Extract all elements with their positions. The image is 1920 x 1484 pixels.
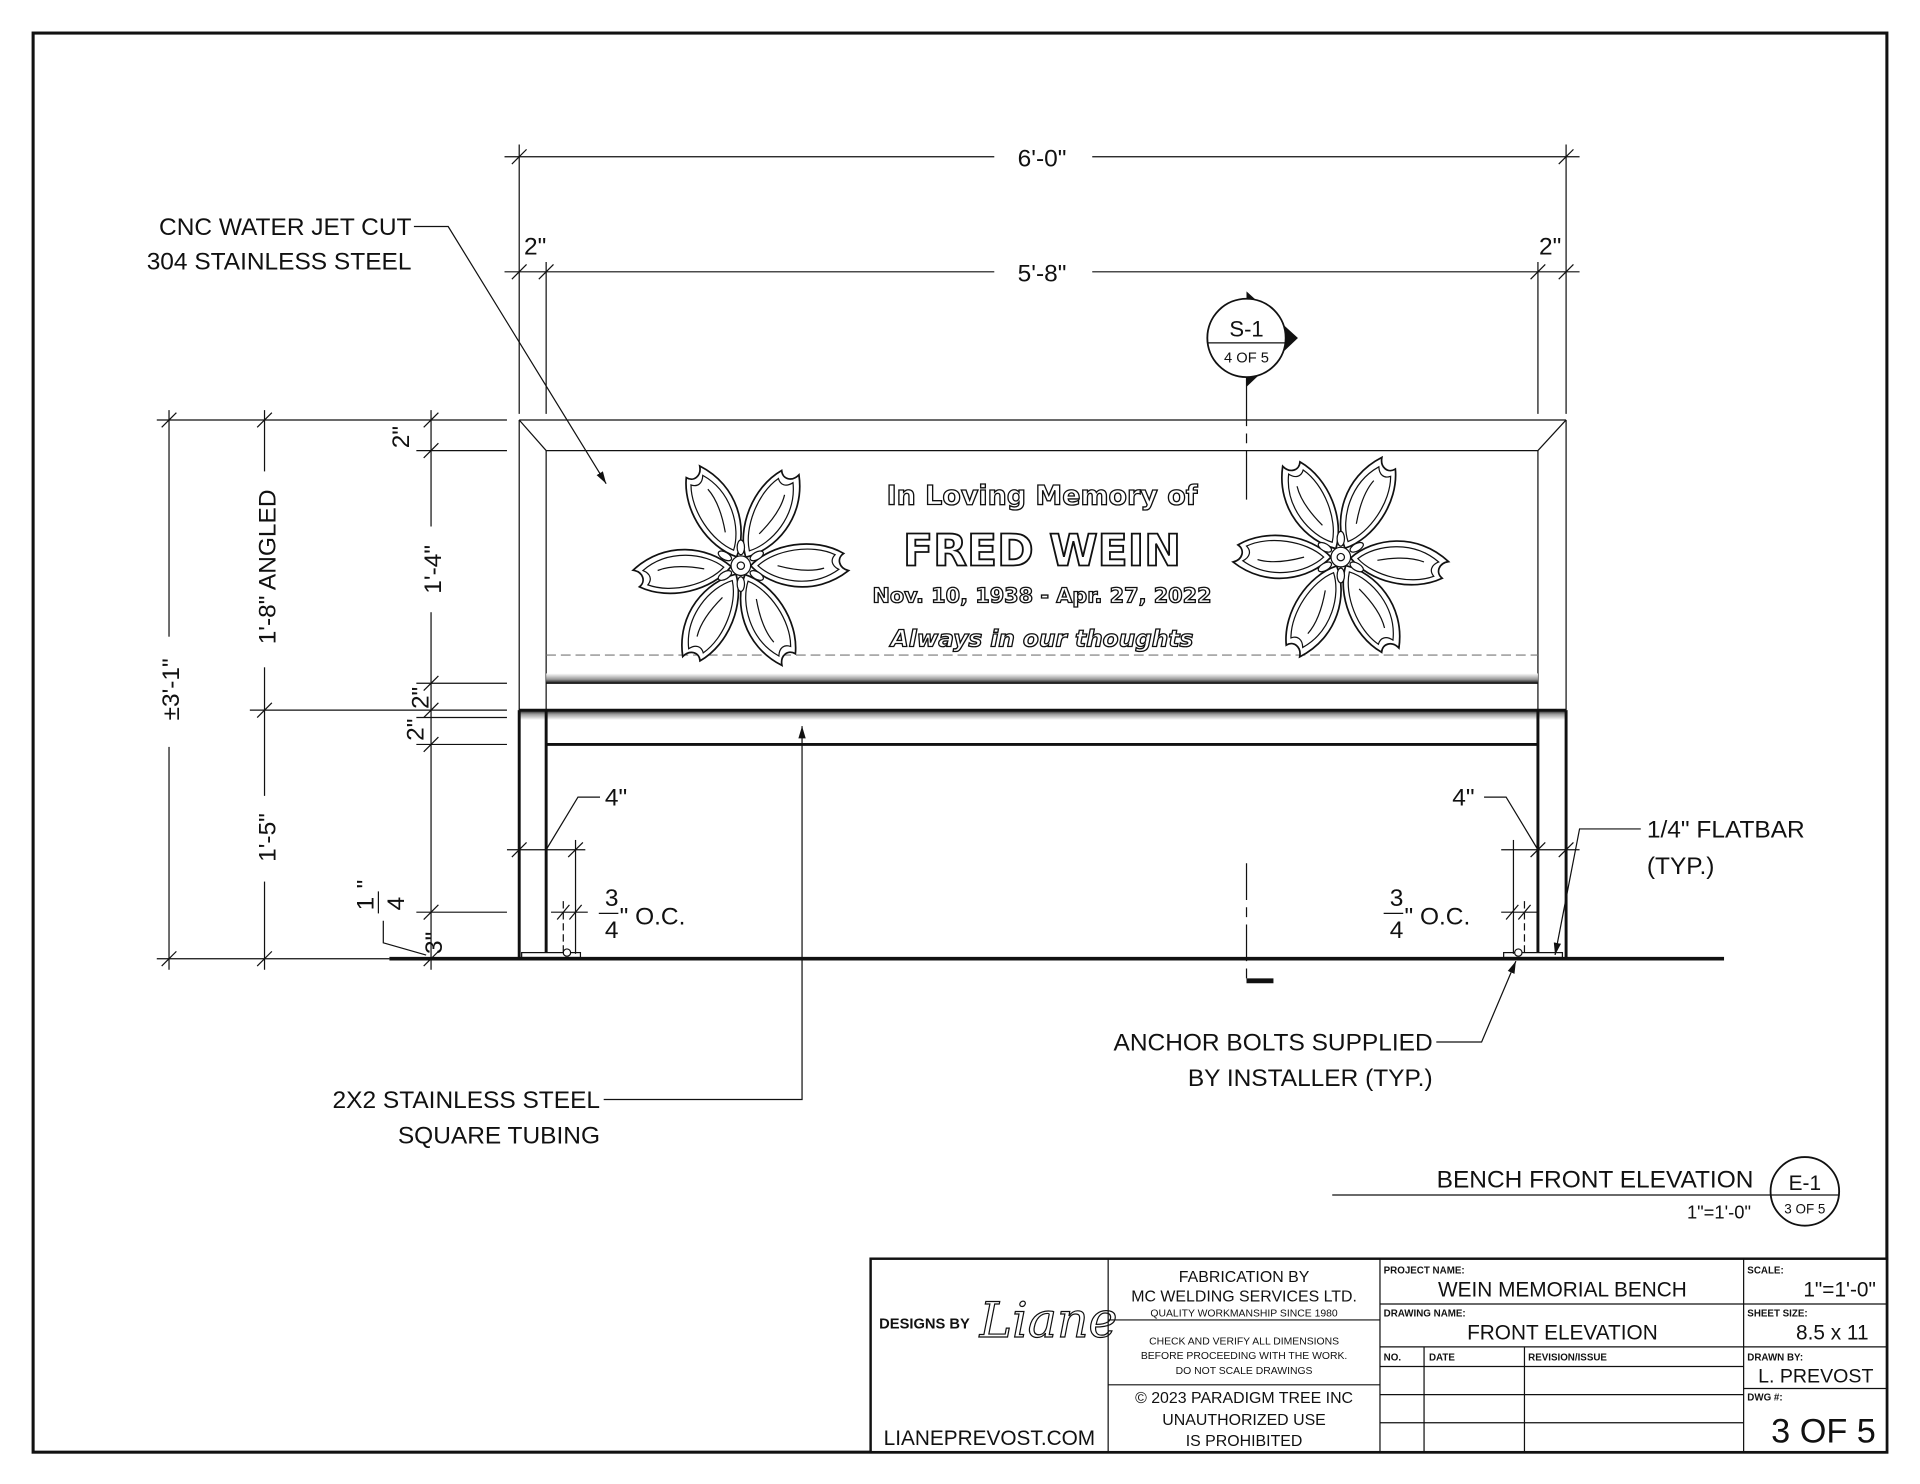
- flatbar-callout-line2: (TYP.): [1647, 853, 1715, 880]
- drawing-label: DRAWING NAME:: [1384, 1308, 1466, 1319]
- memorial-plaque: In Loving Memory of FRED WEIN Nov. 10, 1…: [632, 450, 1450, 672]
- logo-designs-by: DESIGNS BY: [879, 1316, 970, 1332]
- anchor-callout-line2: BY INSTALLER (TYP.): [1188, 1065, 1433, 1092]
- plate-thickness-fraction: 1 4 ": [353, 880, 410, 914]
- cnc-callout-line1: CNC WATER JET CUT: [159, 214, 411, 241]
- leg-right-dim: 4": [1452, 785, 1474, 812]
- overall-width-dim: 6'-0": [1018, 146, 1067, 173]
- top-frame-dim: 2": [388, 426, 415, 448]
- dwg-label: DWG #:: [1747, 1393, 1782, 1404]
- flower-left-icon: [632, 459, 849, 672]
- fab-line2: MC WELDING SERVICES LTD.: [1131, 1289, 1357, 1306]
- rail-lower-dim: 2": [403, 719, 430, 741]
- copyright-line2: UNAUTHORIZED USE: [1162, 1412, 1325, 1429]
- inner-width-dim: 5'-8": [1018, 261, 1067, 288]
- flower-right-icon: [1233, 450, 1450, 663]
- oc-left-den: 4: [605, 917, 619, 944]
- view-title-text: BENCH FRONT ELEVATION: [1437, 1167, 1754, 1194]
- anchor-callout-line1: ANCHOR BOLTS SUPPLIED: [1114, 1030, 1433, 1057]
- sheet-border: [31, 31, 1889, 1454]
- sheet-size-value: 8.5 x 11: [1796, 1322, 1868, 1345]
- logo-script: Liane: [979, 1292, 1118, 1349]
- note-line2: BEFORE PROCEEDING WITH THE WORK.: [1141, 1351, 1347, 1362]
- revision-col-no: NO.: [1384, 1352, 1402, 1363]
- view-marker-id: E-1: [1789, 1172, 1821, 1195]
- website: LIANEPREVOST.COM: [884, 1427, 1095, 1450]
- rail-upper-dim: 2": [408, 687, 435, 709]
- bench-elevation: [389, 419, 1725, 961]
- scale-label: SCALE:: [1747, 1265, 1783, 1276]
- flatbar-callout-line1: 1/4" FLATBAR: [1647, 817, 1805, 844]
- view-scale: 1"=1'-0": [1687, 1201, 1751, 1222]
- overall-height-dim: ±3'-1": [158, 658, 185, 720]
- project-label: PROJECT NAME:: [1384, 1265, 1465, 1276]
- fab-line1: FABRICATION BY: [1179, 1269, 1310, 1286]
- designer-logo: DESIGNS BY Liane: [879, 1291, 1118, 1349]
- fab-line3: QUALITY WORKMANSHIP SINCE 1980: [1150, 1308, 1338, 1319]
- section-id: S-1: [1229, 317, 1263, 342]
- right-margin-dim: 2": [1539, 234, 1561, 261]
- copyright-line3: IS PROHIBITED: [1186, 1433, 1303, 1450]
- dwg-number: 3 OF 5: [1771, 1412, 1876, 1450]
- oc-right-den: 4: [1390, 917, 1404, 944]
- title-block: DESIGNS BY Liane LIANEPREVOST.COM FABRIC…: [869, 1257, 1889, 1454]
- plaque-line1: In Loving Memory of: [887, 480, 1198, 511]
- note-line1: CHECK AND VERIFY ALL DIMENSIONS: [1149, 1336, 1339, 1347]
- view-title: BENCH FRONT ELEVATION 1"=1'-0" E-1 3 OF …: [1332, 1156, 1841, 1227]
- oc-left-num: 3: [605, 885, 619, 912]
- left-dimensions: ±3'-1" 1'-8" ANGLED 1'-5" 2" 1'-4" 2" 2"…: [156, 410, 507, 970]
- oc-left-label: " O.C.: [620, 903, 686, 930]
- oc-right-label: " O.C.: [1404, 903, 1470, 930]
- note-line3: DO NOT SCALE DRAWINGS: [1176, 1366, 1313, 1377]
- fraction-den: 4: [383, 897, 410, 911]
- copyright-line1: © 2023 PARADIGM TREE INC: [1135, 1390, 1353, 1407]
- top-dimensions: 6'-0" 5'-8" 2" 2": [504, 142, 1580, 414]
- section-marker: S-1 4 OF 5: [1206, 291, 1298, 984]
- callouts: CNC WATER JET CUT 304 STAINLESS STEEL 2X…: [147, 214, 1805, 1150]
- plaque-dates: Nov. 10, 1938 - Apr. 27, 2022: [872, 583, 1211, 607]
- drawing-name: FRONT ELEVATION: [1467, 1322, 1658, 1345]
- view-marker-sheet: 3 OF 5: [1784, 1201, 1825, 1216]
- drawn-by-label: DRAWN BY:: [1747, 1352, 1803, 1363]
- tubing-callout-line2: SQUARE TUBING: [398, 1123, 600, 1150]
- left-margin-dim: 2": [524, 234, 546, 261]
- base-offset-dim: 3": [421, 932, 448, 954]
- fraction-inch: ": [353, 880, 380, 889]
- tubing-callout-line1: 2X2 STAINLESS STEEL: [333, 1087, 600, 1114]
- scale-value: 1"=1'-0": [1803, 1279, 1876, 1302]
- revision-col-issue: REVISION/ISSUE: [1528, 1352, 1607, 1363]
- back-height-dim: 1'-8" ANGLED: [255, 490, 282, 645]
- drawn-by-value: L. PREVOST: [1758, 1365, 1873, 1387]
- project-name: WEIN MEMORIAL BENCH: [1438, 1279, 1687, 1302]
- leg-left-dim: 4": [605, 785, 627, 812]
- section-sheet: 4 OF 5: [1224, 350, 1269, 366]
- fraction-num: 1: [353, 897, 380, 911]
- panel-height-dim: 1'-4": [420, 545, 447, 594]
- leg-height-dim: 1'-5": [255, 813, 282, 862]
- sheet-size-label: SHEET SIZE:: [1747, 1308, 1807, 1319]
- plaque-name: FRED WEIN: [903, 526, 1181, 577]
- cnc-callout-line2: 304 STAINLESS STEEL: [147, 248, 412, 275]
- oc-right-num: 3: [1390, 885, 1404, 912]
- leg-dimensions: 4" 3 4 " O.C. 4" 3 4 " O.C.: [506, 785, 1580, 954]
- revision-col-date: DATE: [1429, 1352, 1455, 1363]
- plaque-line4: Always in our thoughts: [889, 625, 1194, 652]
